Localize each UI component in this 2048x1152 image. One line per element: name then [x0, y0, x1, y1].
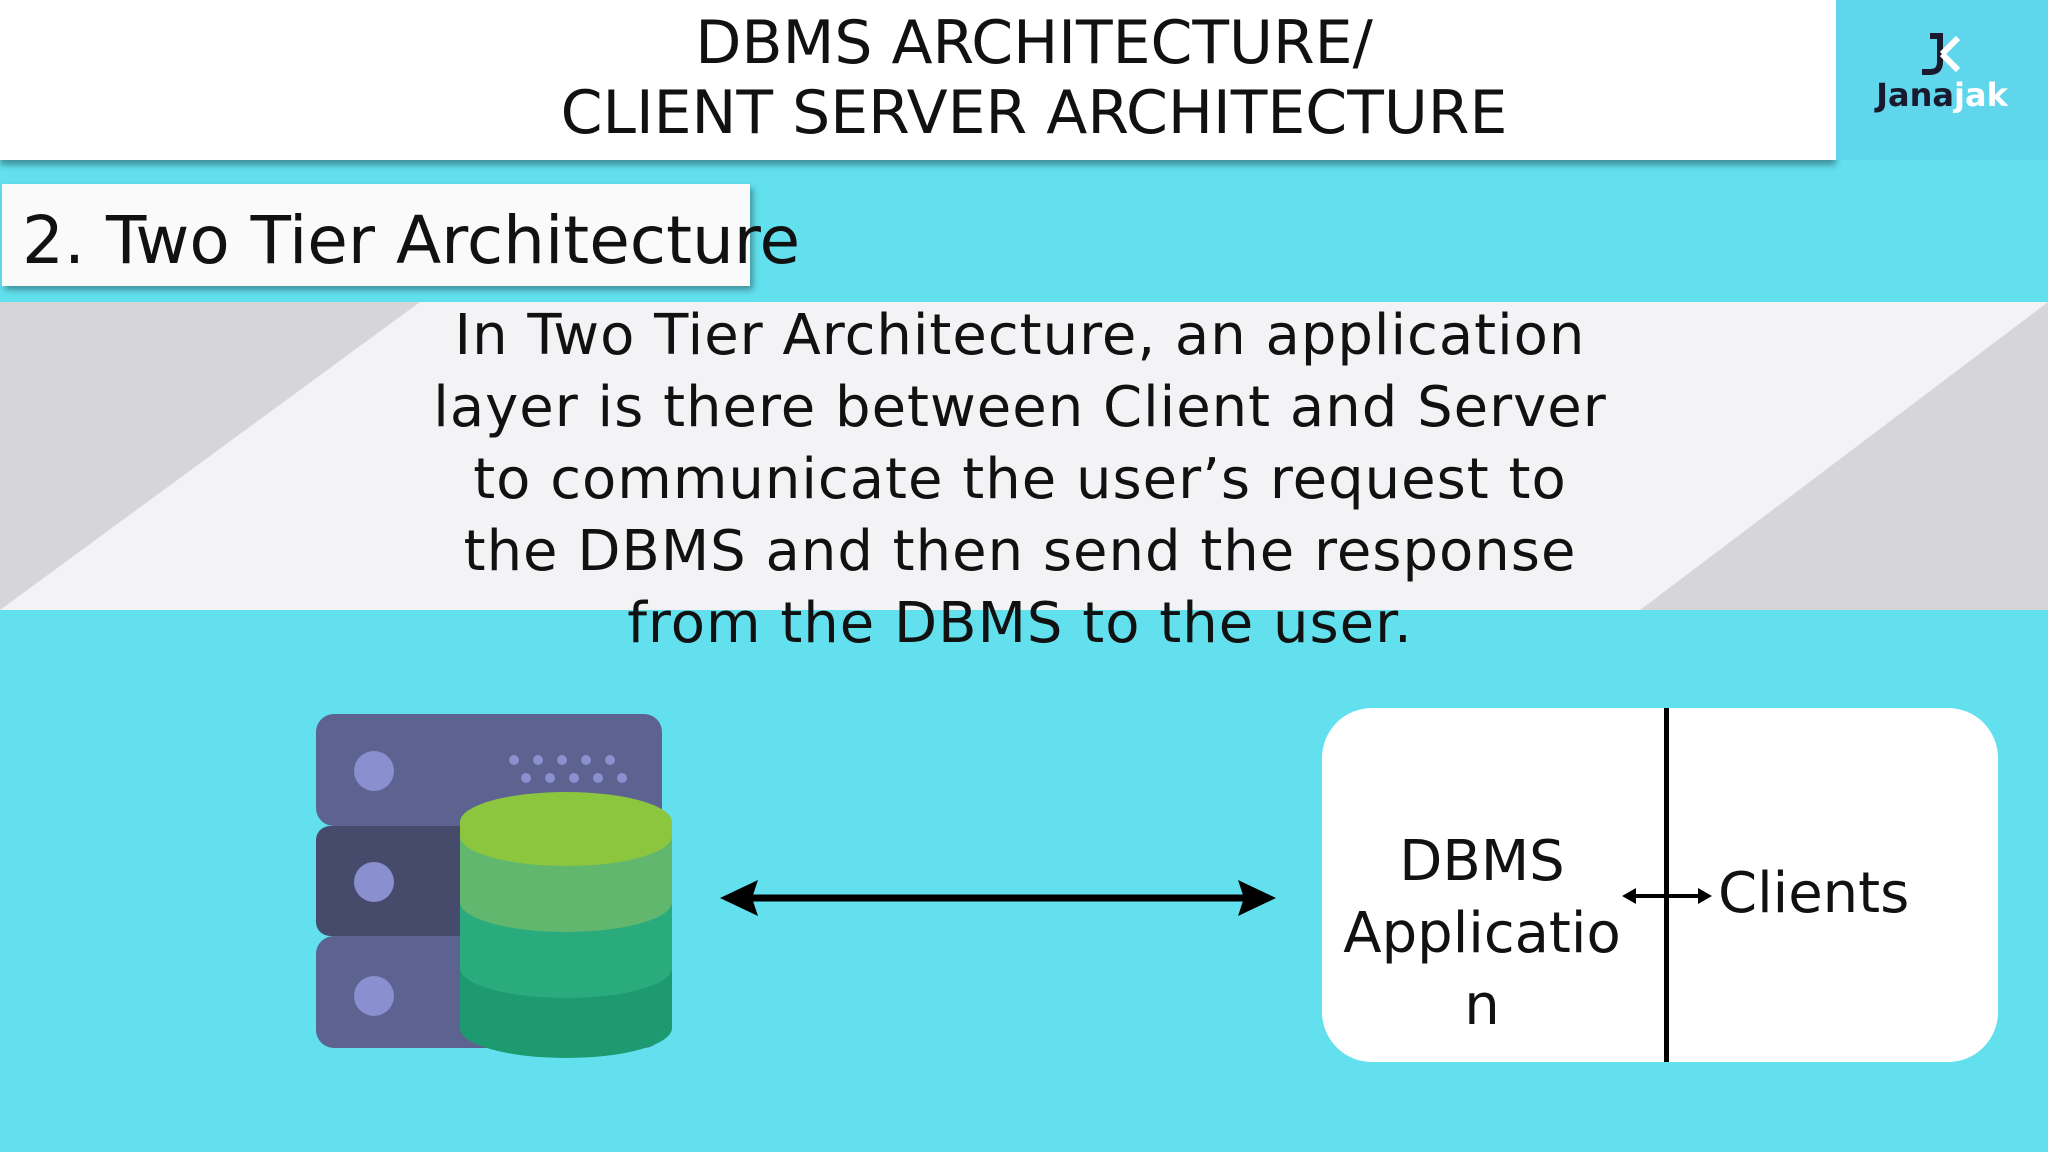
title-bar: DBMS ARCHITECTURE/ CLIENT SERVER ARCHITE…	[0, 0, 1836, 160]
description-banner	[0, 302, 2048, 610]
logo-text-part-2: jak	[1954, 76, 2008, 114]
application-clients-box: DBMS Applicatio n Clients	[1322, 708, 1998, 1062]
tier-divider	[1664, 708, 1669, 1062]
slide-title-line-2: CLIENT SERVER ARCHITECTURE	[560, 78, 1508, 148]
banner-left-wedge	[0, 302, 420, 610]
description-line-2: layer is there between Client and Server	[433, 375, 1607, 440]
section-title: 2. Two Tier Architecture	[22, 202, 801, 279]
section-title-box: 2. Two Tier Architecture	[2, 184, 800, 286]
description-line-5: from the DBMS to the user.	[627, 591, 1413, 656]
database-server-icon	[316, 714, 672, 1058]
description-line-3: to communicate the user’s request to	[473, 447, 1567, 512]
description-line-4: the DBMS and then send the response	[463, 519, 1577, 584]
logo-text-part-1: Jana	[1876, 76, 1955, 114]
banner-right-wedge	[1640, 302, 2048, 610]
dbms-application-label-line-1: DBMS	[1399, 829, 1565, 894]
clients-label: Clients	[1718, 861, 1910, 926]
slide-title: DBMS ARCHITECTURE/ CLIENT SERVER ARCHITE…	[0, 8, 2048, 148]
description-text: In Two Tier Architecture, an application…	[370, 300, 1670, 660]
double-arrow-icon	[720, 880, 1276, 916]
small-double-arrow-icon	[1622, 888, 1712, 904]
logo: Janajak	[1836, 0, 2048, 160]
dbms-application-label: DBMS Applicatio n	[1332, 826, 1632, 1042]
description-line-1: In Two Tier Architecture, an application	[454, 303, 1586, 368]
dbms-application-label-line-2: Applicatio	[1343, 901, 1621, 966]
logo-text: Janajak	[1836, 76, 2048, 114]
dbms-application-label-line-3: n	[1464, 973, 1500, 1038]
slide-title-line-1: DBMS ARCHITECTURE/	[695, 8, 1373, 78]
janajak-logo-icon	[1922, 33, 1961, 75]
